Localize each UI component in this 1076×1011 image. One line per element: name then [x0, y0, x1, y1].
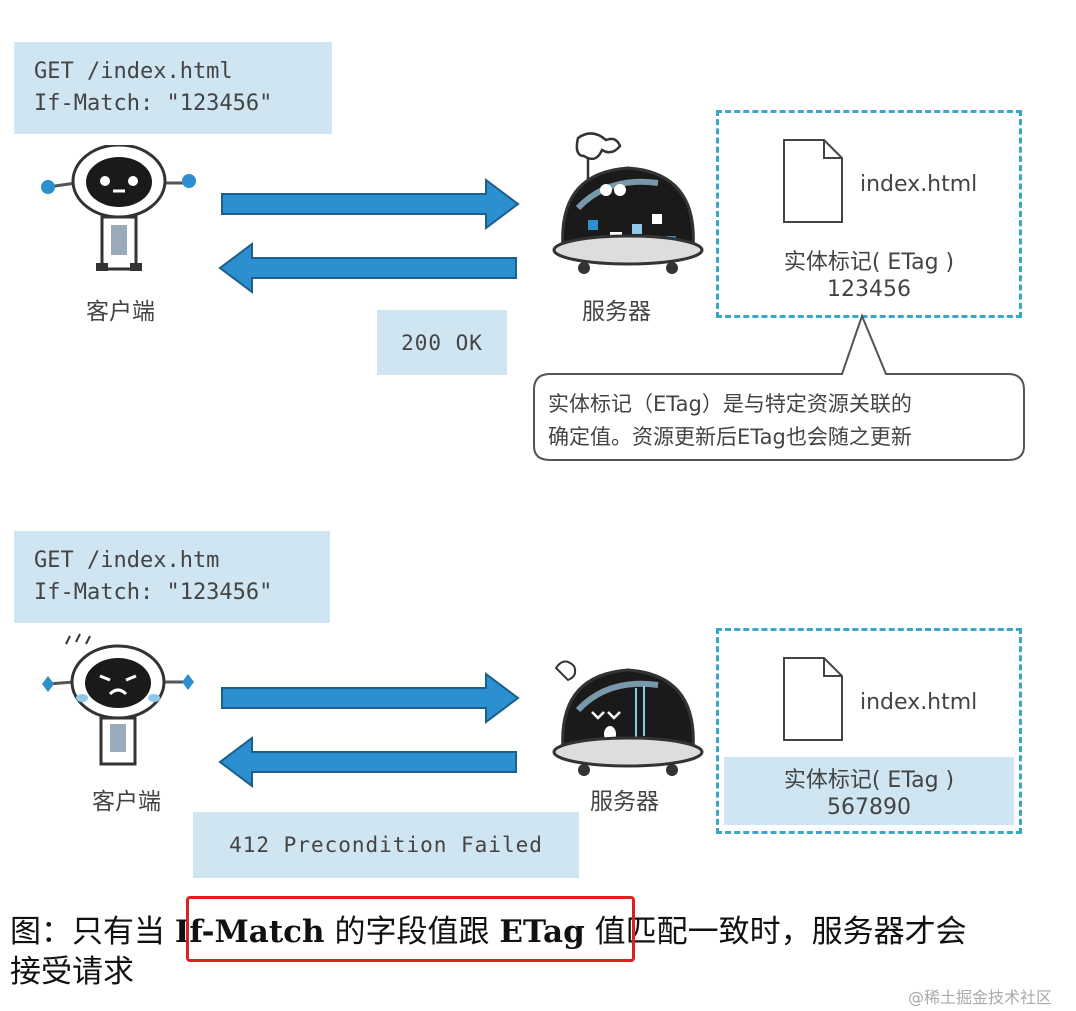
bottom-client-label: 客户端	[92, 789, 161, 815]
bottom-file-name: index.html	[860, 690, 978, 715]
callout-text-line2: 确定值。资源更新后ETag也会随之更新	[548, 425, 912, 449]
bottom-file-icon	[783, 657, 843, 741]
request-arrow-right-icon	[221, 178, 520, 230]
bottom-request-box: GET /index.htm If-Match: "123456"	[14, 531, 330, 623]
bottom-etag-value: 567890	[827, 795, 911, 820]
request-arrow-right-icon	[221, 672, 520, 724]
top-request-line2: If-Match: "123456"	[34, 91, 273, 116]
client-robot-happy-icon	[41, 145, 196, 271]
top-arrows	[218, 178, 520, 294]
server-robot-icon	[552, 132, 704, 274]
bottom-etag-label: 实体标记( ETag )	[783, 768, 955, 793]
top-etag-label: 实体标记( ETag )	[783, 250, 955, 275]
bottom-arrows	[218, 672, 520, 788]
server-robot-sad-icon	[552, 660, 704, 776]
caption-suffix: 值匹配一致时，服务器才会	[584, 914, 967, 950]
top-file-name: index.html	[860, 172, 978, 197]
caption-highlight-box	[186, 896, 635, 962]
caption-mid: 的字段值跟	[324, 914, 500, 950]
callout-text-line1: 实体标记（ETag）是与特定资源关联的	[548, 392, 912, 416]
caption-etag: ETag	[499, 914, 585, 950]
top-client-label: 客户端	[86, 299, 155, 325]
response-arrow-left-icon	[218, 736, 517, 788]
top-resource-box	[716, 110, 1022, 318]
bottom-etag-highlight	[724, 757, 1014, 825]
bottom-request-line2: If-Match: "123456"	[34, 580, 273, 605]
watermark: @稀土掘金技术社区	[908, 988, 1053, 1007]
top-request-line1: GET /index.html	[34, 59, 233, 84]
top-server-label: 服务器	[582, 299, 651, 325]
top-file-icon	[783, 139, 843, 223]
caption-prefix: 图：只有当	[10, 914, 175, 950]
etag-callout-bubble	[533, 313, 1025, 461]
top-request-box: GET /index.html If-Match: "123456"	[14, 42, 332, 134]
top-response-status: 200 OK	[377, 310, 507, 375]
figure-caption-line2: 接受请求	[10, 954, 134, 990]
bottom-response-status: 412 Precondition Failed	[193, 812, 579, 878]
figure-caption-line1: 图：只有当 If-Match 的字段值跟 ETag 值匹配一致时，服务器才会	[10, 912, 967, 952]
bottom-request-line1: GET /index.htm	[34, 548, 220, 573]
caption-ifmatch: If-Match	[174, 914, 325, 950]
bottom-server-label: 服务器	[590, 789, 659, 815]
top-etag-value: 123456	[827, 277, 911, 302]
response-arrow-left-icon	[218, 242, 517, 294]
bottom-resource-box	[716, 628, 1022, 834]
client-robot-sad-icon	[42, 633, 194, 766]
